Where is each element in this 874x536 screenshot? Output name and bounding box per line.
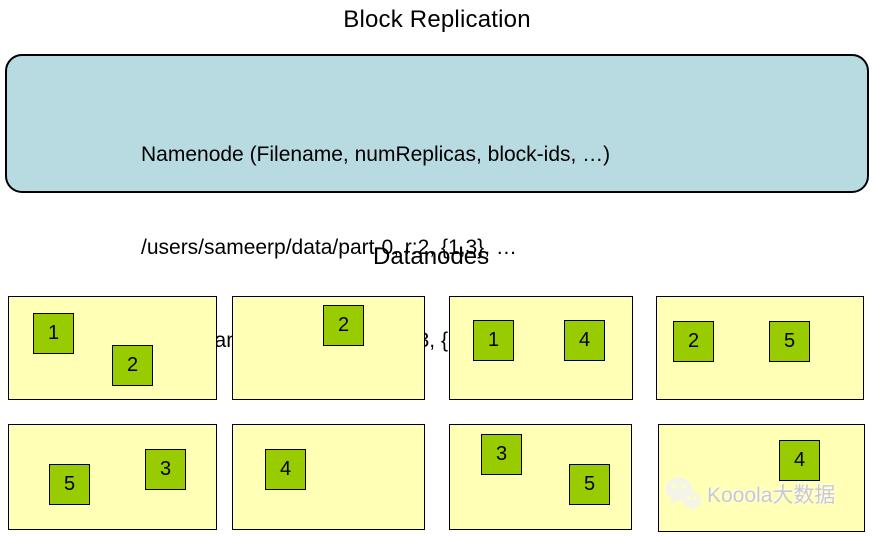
datanode-box-5: 5 3 (8, 424, 217, 530)
datanode-box-1: 1 2 (8, 296, 217, 400)
datanode-box-3: 1 4 (449, 296, 633, 400)
block: 5 (49, 464, 90, 505)
namenode-line-part0: /users/sameerp/data/part-0, r:2, {1,3}, … (141, 236, 517, 259)
block: 5 (569, 464, 610, 505)
block: 5 (769, 321, 810, 362)
block: 1 (473, 320, 514, 361)
block: 2 (673, 321, 714, 362)
block: 4 (564, 320, 605, 361)
page-title: Block Replication (343, 6, 531, 33)
wechat-icon (664, 476, 702, 512)
block: 3 (481, 434, 522, 475)
datanode-box-2: 2 (232, 296, 425, 400)
namenode-line-header: Namenode (Filename, numReplicas, block-i… (141, 143, 611, 166)
block: 4 (779, 440, 820, 481)
block: 2 (323, 305, 364, 346)
datanode-box-8: 4 (658, 424, 865, 532)
block: 3 (145, 449, 186, 490)
datanode-box-4: 2 5 (656, 296, 864, 400)
namenode-box: Namenode (Filename, numReplicas, block-i… (5, 54, 869, 352)
datanode-box-6: 4 (232, 424, 425, 530)
block: 4 (265, 449, 306, 490)
block: 1 (33, 313, 74, 354)
datanodes-label: Datanodes (373, 243, 490, 270)
watermark: Kooola大数据 (664, 476, 835, 512)
block: 2 (112, 345, 153, 386)
datanode-box-7: 3 5 (449, 424, 632, 530)
watermark-text: Kooola大数据 (707, 484, 836, 507)
